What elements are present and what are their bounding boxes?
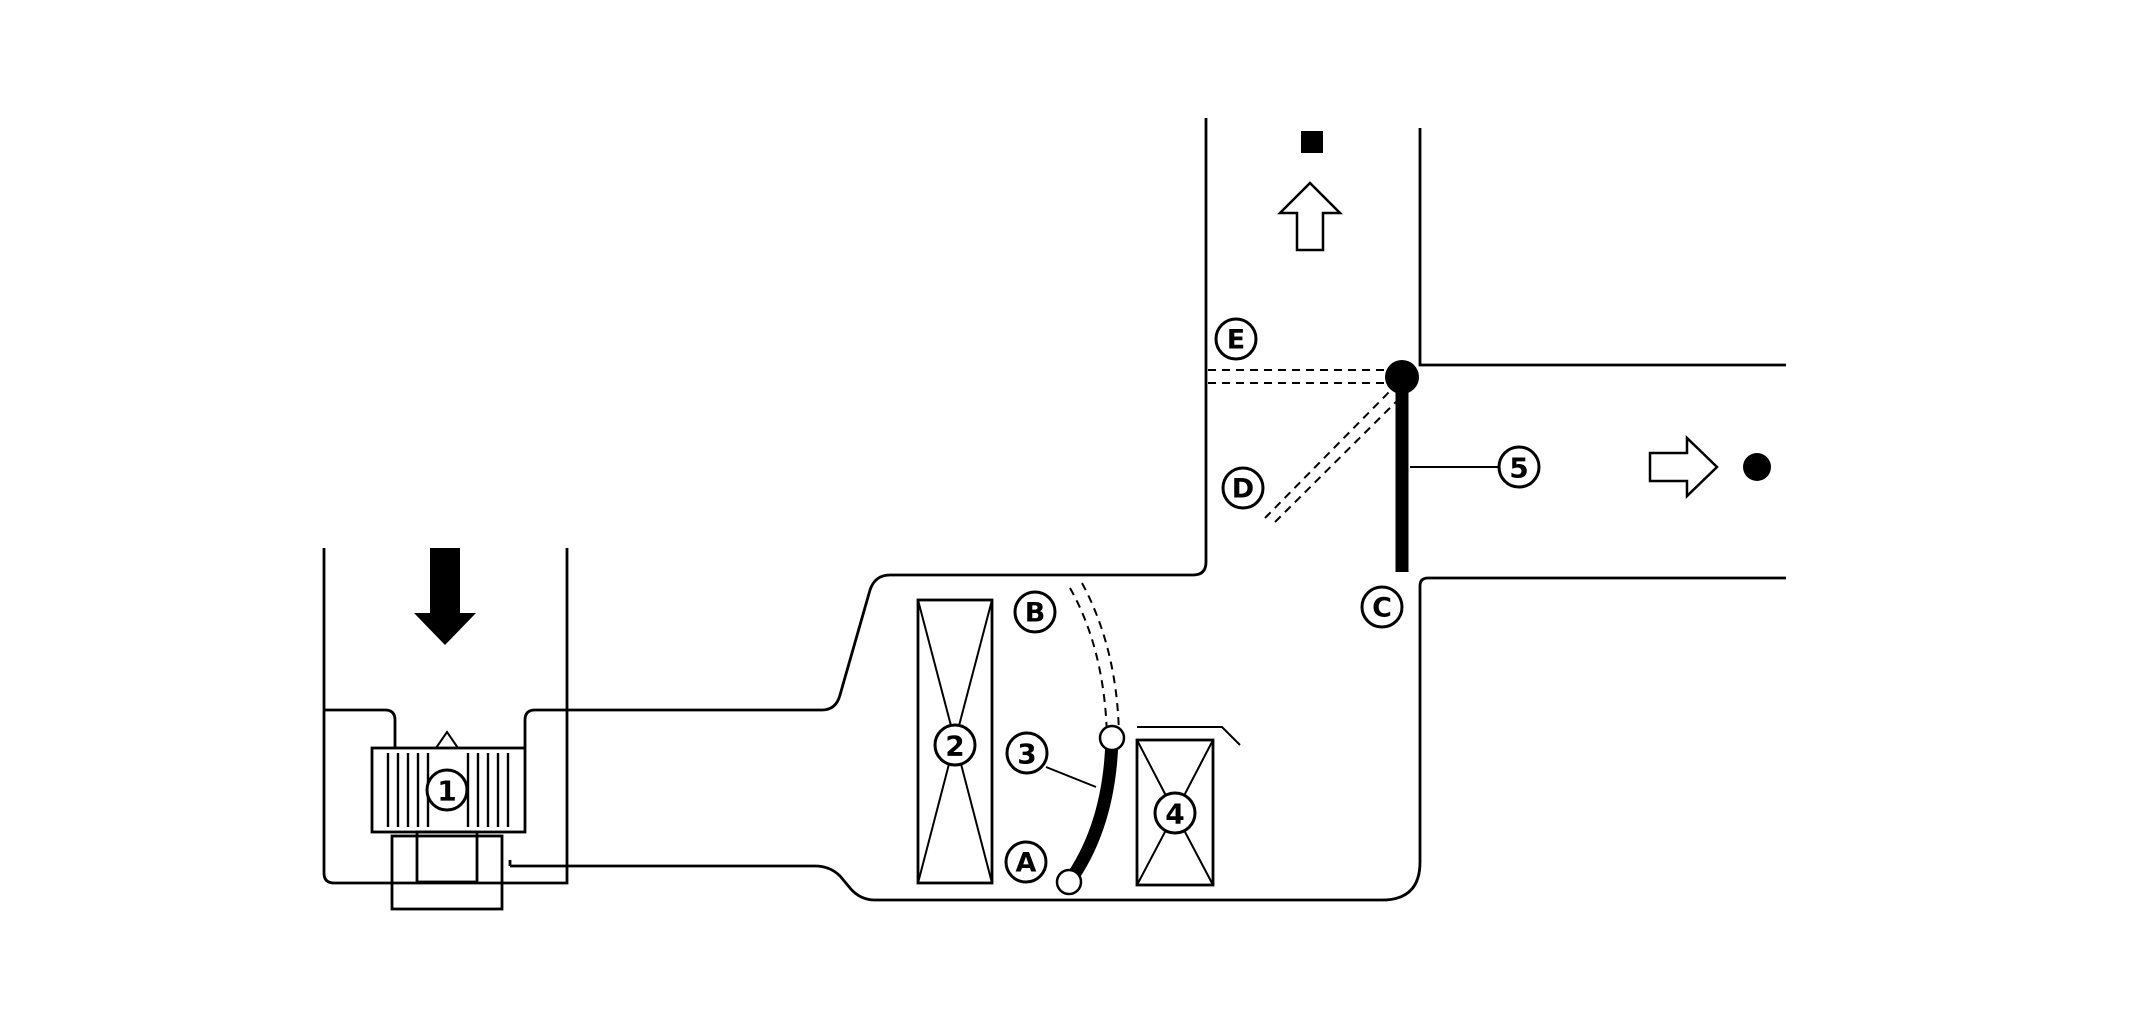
air-mix-door: 3 [1005,582,1126,896]
heater-core: 4 [1135,726,1241,887]
upper-outlet-arrow [1276,181,1344,252]
evaporator: 2 [916,598,994,885]
label-pos-d: D [1232,474,1254,505]
label-heater-core: 4 [1165,798,1184,831]
label-blower: 1 [437,775,456,808]
marker-a: A [1004,840,1048,884]
marker-d: D [1221,466,1265,510]
label-pos-c: C [1372,593,1392,624]
outlet-door: 5 [1208,360,1541,572]
dot-outlet-symbol [1743,453,1771,481]
label-evaporator: 2 [945,730,964,763]
intake-arrow [414,548,476,645]
square-outlet-symbol [1301,131,1323,153]
blower-unit: 1 [370,730,527,911]
label-air-mix-door: 3 [1017,738,1036,771]
label-pos-b: B [1025,598,1046,629]
label-outlet-door: 5 [1509,452,1528,485]
marker-b: B [1013,590,1057,634]
intake-duct [322,548,569,885]
side-outlet-arrow [1648,435,1719,499]
label-pos-a: A [1016,848,1037,879]
marker-c: C [1360,585,1404,629]
label-pos-e: E [1227,325,1245,356]
main-housing [508,118,1786,902]
marker-e: E [1214,317,1258,361]
